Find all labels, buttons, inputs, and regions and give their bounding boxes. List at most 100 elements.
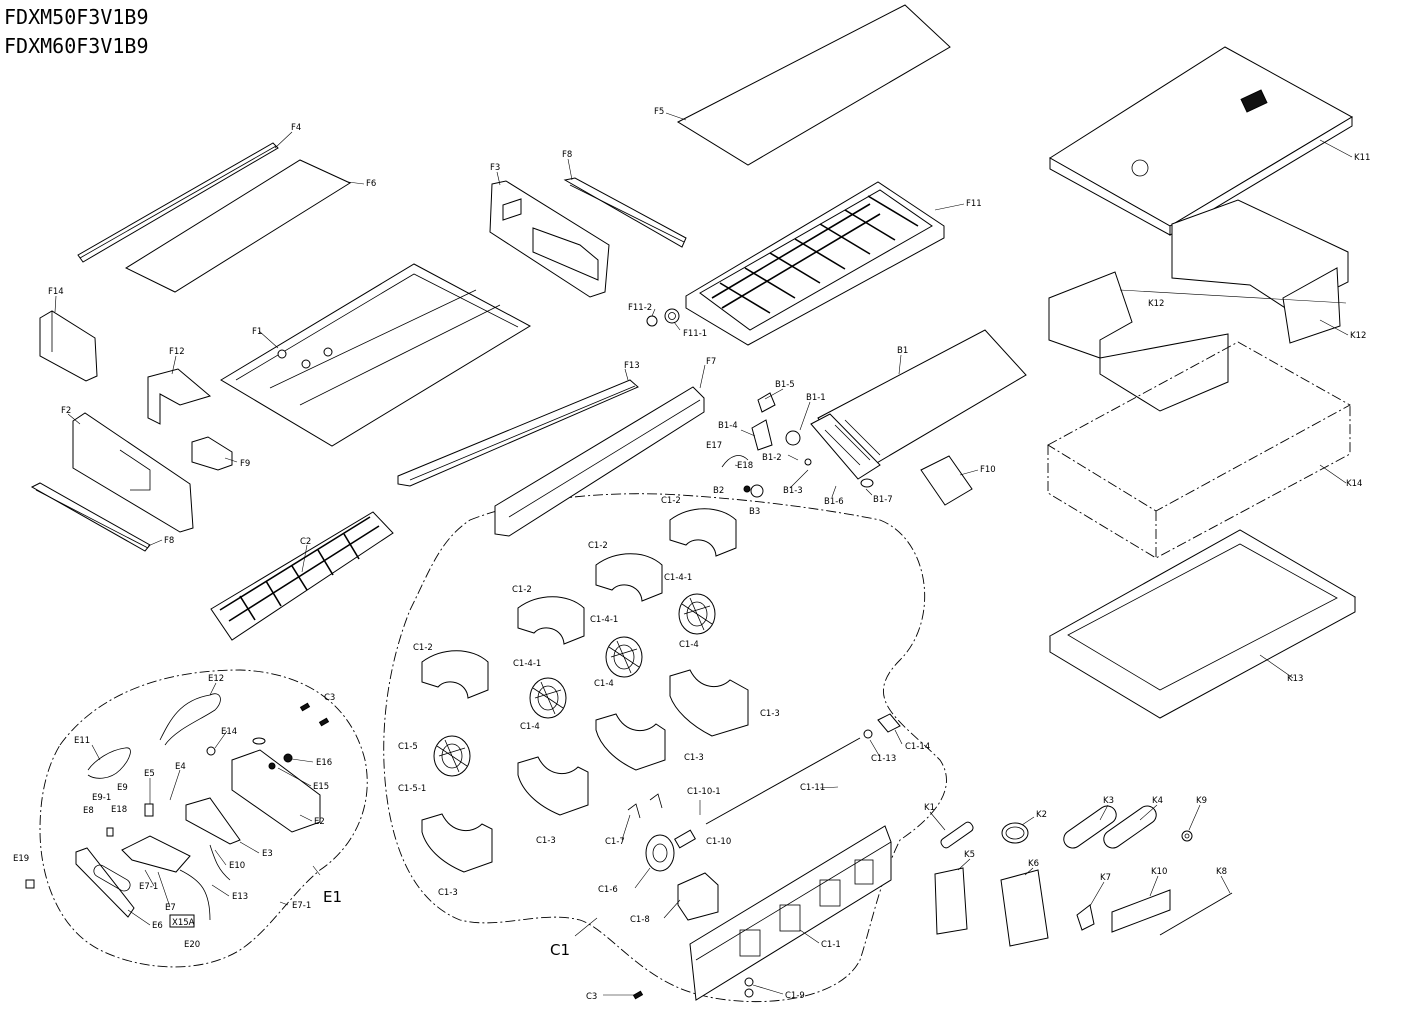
label-b1-5: B1-5 <box>775 380 795 390</box>
part-c1-6-motor <box>645 829 696 872</box>
part-k5-sealing-pad <box>934 867 968 935</box>
part-c3-bushings <box>299 702 644 1000</box>
label-c1-5: C1-5 <box>398 742 418 752</box>
label-k13: K13 <box>1287 674 1303 684</box>
part-c1-2-fan-housing-2 <box>595 553 663 602</box>
part-k10-clamps <box>1111 889 1171 933</box>
label-e9: E9 <box>117 783 128 793</box>
label-c1-8: C1-8 <box>630 915 650 925</box>
label-k3: K3 <box>1103 796 1114 806</box>
label-k6: K6 <box>1028 859 1039 869</box>
label-f8-bottom: F8 <box>164 536 174 546</box>
label-k1: K1 <box>924 803 935 813</box>
e1-group-outline <box>39 669 368 968</box>
part-b1-heat-exchanger <box>810 329 1027 480</box>
label-f11-1: F11-1 <box>683 329 707 339</box>
label-k12-right: K12 <box>1350 331 1366 341</box>
c1-leader <box>574 917 598 937</box>
c1-group-outline <box>383 493 947 1003</box>
label-b1-7: B1-7 <box>873 495 893 505</box>
part-e11-harness <box>87 747 131 779</box>
part-labels: F4 F6 F3 F8 F5 F11 F11-2 F11-1 F14 F12 F… <box>13 107 1370 1002</box>
label-e5: E5 <box>144 769 155 779</box>
x15a-tag <box>169 914 195 928</box>
part-f5-top-plate <box>676 4 951 166</box>
label-e16: E16 <box>316 758 332 768</box>
part-k14-foam-block <box>1047 341 1351 559</box>
part-f1-bottom-plate <box>220 263 532 447</box>
part-f7-panel <box>494 386 705 537</box>
part-f14-bracket <box>39 310 98 382</box>
label-b1-1: B1-1 <box>806 393 826 403</box>
label-b1: B1 <box>897 346 908 356</box>
label-f11-2: F11-2 <box>628 303 652 313</box>
label-c2: C2 <box>300 537 311 547</box>
model-number-1: FDXM50F3V1B9 <box>4 5 149 29</box>
part-k6-sealing-pad <box>1000 869 1049 947</box>
part-c1-2-fan-housing-top <box>669 508 737 557</box>
part-c1-5-fan-wheel <box>433 735 471 777</box>
label-e4: E4 <box>175 762 186 772</box>
label-f11: F11 <box>966 199 982 209</box>
label-e7: E7 <box>165 903 176 913</box>
part-f4-rail <box>77 142 279 263</box>
label-x15a: X15A <box>172 918 195 928</box>
label-c1-1: C1-1 <box>821 940 841 950</box>
part-e7-pcb-assembly <box>121 835 191 873</box>
part-k9-washer <box>1181 830 1193 842</box>
label-k8: K8 <box>1216 867 1227 877</box>
label-k14: K14 <box>1346 479 1362 489</box>
label-c1-3-c: C1-3 <box>536 836 556 846</box>
label-c1-4-1-a: C1-4-1 <box>664 573 692 583</box>
part-c1-3-fan-housing-bottom-4 <box>421 813 493 873</box>
part-c1-1-fan-plate <box>689 825 892 1001</box>
label-c3-e1: C3 <box>324 693 335 703</box>
group-label-c1: C1 <box>550 941 570 959</box>
label-f1: F1 <box>252 327 262 337</box>
part-c1-4-fan-wheel-2 <box>605 636 643 678</box>
part-k2-clamp <box>1001 822 1029 844</box>
part-c1-11-shaft <box>705 713 901 825</box>
label-f2: F2 <box>61 406 71 416</box>
part-k12-spacer-front <box>1099 333 1229 412</box>
label-c1-11: C1-11 <box>800 783 825 793</box>
label-b2: B2 <box>713 486 724 496</box>
label-f4: F4 <box>291 123 301 133</box>
label-c1-10-1: C1-10-1 <box>687 787 721 797</box>
part-k11-carton-top <box>1049 46 1354 236</box>
label-c1-2-d: C1-2 <box>413 643 433 653</box>
label-k2: K2 <box>1036 810 1047 820</box>
label-c1-2-c: C1-2 <box>512 585 532 595</box>
part-c1-3-fan-housing-bottom-3 <box>517 756 589 816</box>
label-e10: E10 <box>229 861 245 871</box>
label-b1-6: B1-6 <box>824 497 844 507</box>
label-k5: K5 <box>964 850 975 860</box>
label-c1-3-a: C1-3 <box>760 709 780 719</box>
label-b1-3: B1-3 <box>783 486 803 496</box>
label-c1-4-1-b: C1-4-1 <box>590 615 618 625</box>
label-f5: F5 <box>654 107 664 117</box>
part-f2-panel <box>72 412 194 533</box>
label-e8: E8 <box>83 806 94 816</box>
part-e6-cover <box>75 847 135 918</box>
label-c1-4-1-c: C1-4-1 <box>513 659 541 669</box>
part-k12-spacer-right <box>1282 267 1341 344</box>
label-e9-1: E9-1 <box>92 793 111 803</box>
label-c1-13: C1-13 <box>871 754 896 764</box>
part-f11-filter-caps <box>646 308 680 327</box>
part-k8-tie <box>1159 892 1233 936</box>
label-e12: E12 <box>208 674 224 684</box>
label-f12: F12 <box>169 347 185 357</box>
part-f9-cover <box>191 436 233 471</box>
label-b1-4: B1-4 <box>718 421 738 431</box>
part-f12-bracket <box>147 368 212 425</box>
group-label-e1: E1 <box>323 888 342 906</box>
part-c2-air-filter <box>210 511 394 641</box>
label-e17: E17 <box>706 441 722 451</box>
e1-leader <box>312 865 321 876</box>
label-e7-1-a: E7-1 <box>139 882 158 892</box>
label-c1-4-c: C1-4 <box>520 722 540 732</box>
label-e15: E15 <box>313 782 329 792</box>
label-c1-2-b: C1-2 <box>588 541 608 551</box>
